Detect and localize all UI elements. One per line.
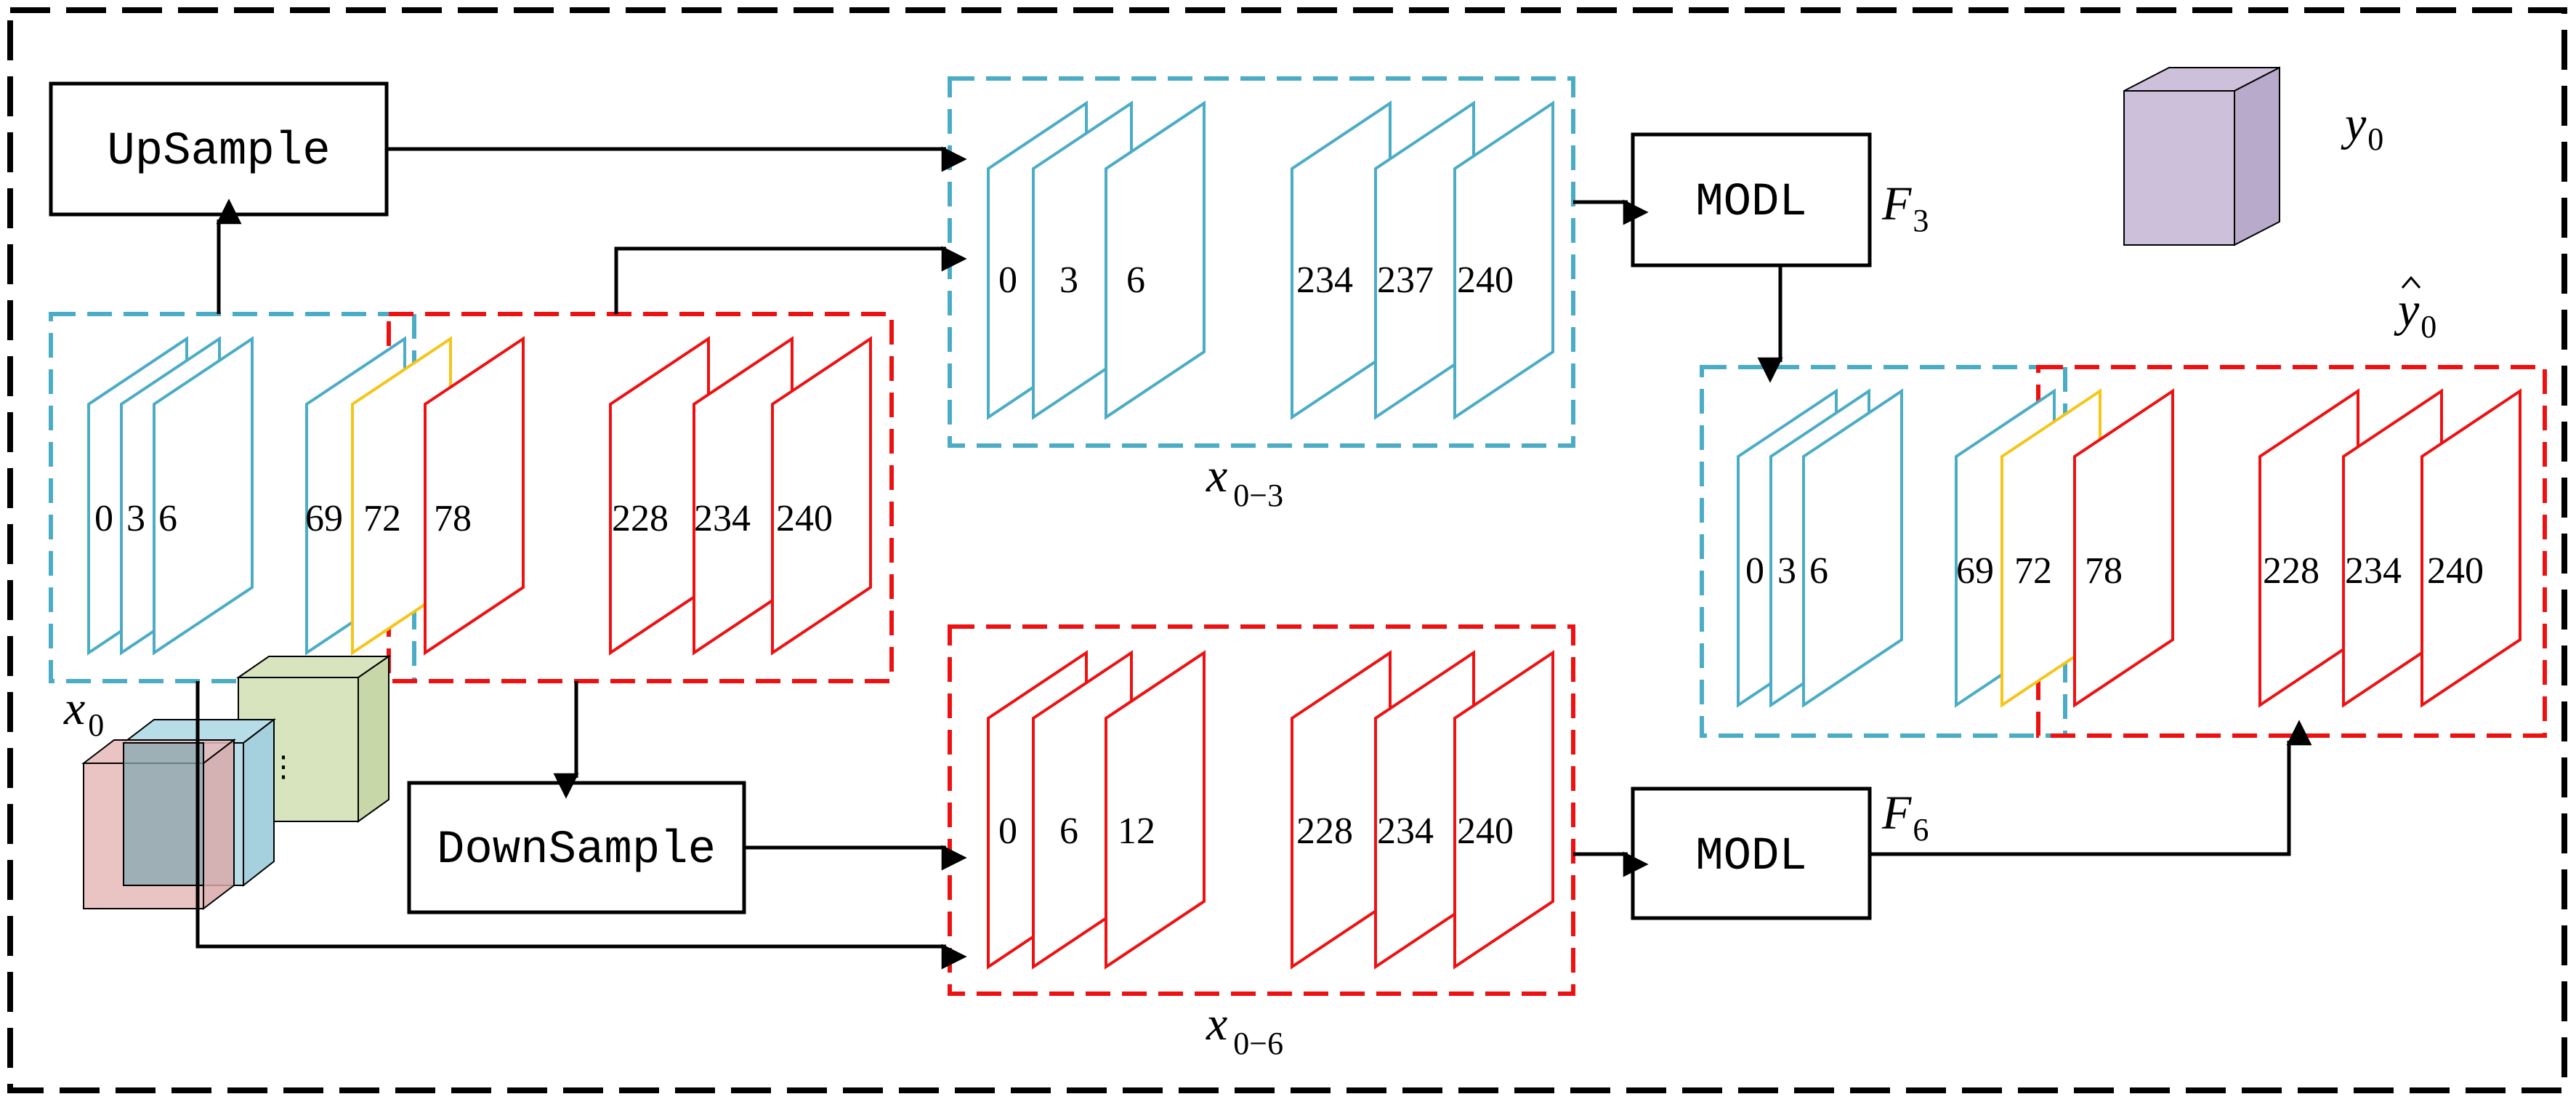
slice-label: 69	[1956, 550, 1994, 592]
slice-label: 228	[612, 498, 669, 539]
slice-78	[424, 336, 525, 656]
slice-label: 6	[158, 498, 177, 539]
input-stack: 0 3 6 69 72 78 228 234 240 x0	[49, 312, 894, 743]
f6-label: F6	[1881, 787, 1929, 848]
upsample-label: UpSample	[107, 126, 330, 178]
slice-12	[1105, 650, 1206, 970]
slice-label: 6	[1126, 260, 1145, 301]
slice-label: 234	[1296, 260, 1353, 301]
slice-label: 3	[126, 498, 145, 539]
f3-label: F3	[1881, 177, 1929, 238]
blue-cube-side	[243, 717, 275, 888]
hat-icon	[2401, 276, 2421, 289]
arrow-cubes-to-x06	[195, 681, 967, 970]
slice-label: 6	[1059, 811, 1078, 852]
input-var-label: x0	[63, 682, 104, 743]
slice-label: 240	[2427, 550, 2484, 592]
legend-cube-front	[2123, 90, 2235, 246]
slice-240	[1453, 650, 1554, 970]
slice-240	[2420, 388, 2522, 708]
ellipsis-icon: ⋮	[269, 750, 298, 784]
slice-label: 0	[94, 498, 113, 539]
slice-label: 72	[2014, 550, 2052, 592]
slice-label: 3	[1777, 550, 1796, 592]
connectors	[195, 146, 2312, 970]
slice-label: 240	[1457, 260, 1514, 301]
modl-bottom-block	[1631, 787, 1872, 920]
red-cube-side	[203, 738, 235, 911]
slice-label: 78	[2085, 550, 2123, 592]
x06-group-box	[948, 624, 1575, 996]
modl-bottom-label: MODL	[1695, 831, 1807, 883]
arrow-input-to-x03	[614, 246, 967, 314]
slice-6	[1105, 100, 1206, 420]
green-cube-side	[358, 655, 389, 823]
slice-label: 237	[1377, 260, 1434, 301]
slice-240	[771, 336, 872, 656]
slice-label: 228	[2263, 550, 2319, 592]
outer-frame	[7, 7, 2567, 1093]
slice-label: 234	[1377, 811, 1434, 852]
slice-label: 6	[1809, 550, 1828, 592]
sample-cubes	[81, 655, 392, 911]
slice-label: 78	[434, 498, 472, 539]
slice-label: 3	[1059, 260, 1078, 301]
slice-240	[1453, 100, 1554, 420]
slice-6	[153, 336, 254, 656]
slice-label: 240	[1457, 811, 1514, 852]
slice-label: 12	[1118, 811, 1155, 852]
slice-label: 69	[305, 498, 343, 539]
legend-var-label: y0	[2341, 97, 2383, 157]
arrow-modl-to-output-red	[1870, 720, 2312, 856]
slice-label: 72	[363, 498, 401, 539]
slice-label: 0	[1745, 550, 1764, 592]
output-stack: 0 3 6 69 72 78 228 234 240 y0	[1700, 276, 2547, 738]
modl-top-label: MODL	[1695, 177, 1807, 229]
slice-78	[2073, 388, 2174, 708]
legend-cube-side	[2234, 66, 2280, 246]
downsample-label: DownSample	[437, 824, 716, 877]
slice-label: 228	[1296, 811, 1353, 852]
slice-label: 240	[776, 498, 833, 539]
cube-overlap	[123, 742, 204, 886]
downsample-block	[407, 781, 746, 914]
slice-label: 0	[998, 260, 1017, 301]
slice-6	[1802, 388, 1903, 708]
slice-label: 234	[694, 498, 751, 539]
slice-label: 0	[998, 811, 1017, 852]
slice-label: 234	[2345, 550, 2402, 592]
modl-top-block	[1631, 132, 1872, 268]
output-var-label: y0	[2394, 283, 2436, 345]
legend-cube	[2123, 66, 2280, 246]
